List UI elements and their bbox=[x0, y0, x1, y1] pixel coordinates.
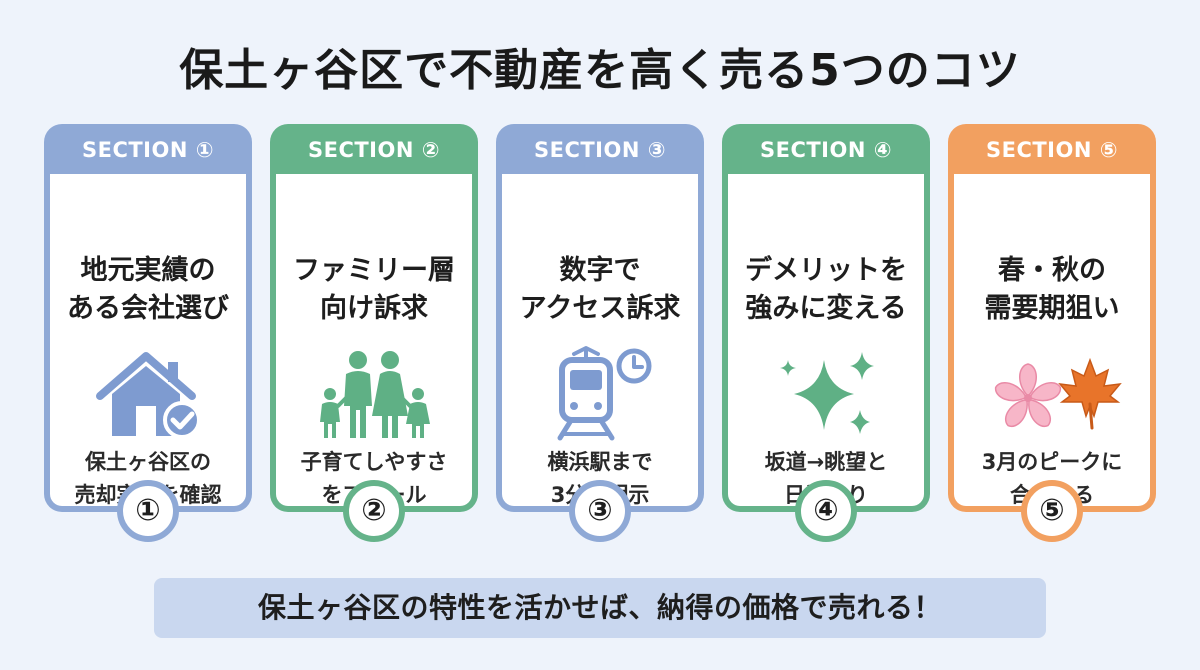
section-title-line: ファミリー層 bbox=[293, 255, 455, 286]
section-title: ファミリー層 向け訴求 bbox=[276, 252, 472, 328]
sakura-maple-icon bbox=[992, 344, 1122, 444]
train-clock-icon bbox=[540, 344, 660, 444]
section-number-badge: ③ bbox=[569, 480, 631, 542]
page-title: 保土ヶ谷区で不動産を高く売る5つのコツ bbox=[179, 45, 1021, 96]
section-title-line: 地元実績の bbox=[80, 255, 216, 286]
section-number-badge: ② bbox=[343, 480, 405, 542]
section-title: 春・秋の 需要期狙い bbox=[954, 252, 1150, 328]
section-title-line: 向け訴求 bbox=[320, 293, 428, 324]
section-card-3: SECTION ③ 数字で アクセス訴求 bbox=[496, 124, 704, 542]
section-title-line: ある会社選び bbox=[67, 293, 229, 324]
section-description-line: 坂道→眺望と bbox=[764, 450, 888, 474]
section-title: 数字で アクセス訴求 bbox=[502, 252, 698, 328]
section-title-line: 強みに変える bbox=[745, 293, 907, 324]
section-title-line: 需要期狙い bbox=[984, 293, 1120, 324]
section-number-badge: ① bbox=[117, 480, 179, 542]
tips-cards: SECTION ① 地元実績の ある会社選び 保土ヶ谷区の 売却実績を確認 bbox=[44, 124, 1156, 544]
family-icon bbox=[314, 344, 434, 444]
section-header: SECTION ① bbox=[81, 138, 215, 162]
section-description-line: 保土ヶ谷区の bbox=[85, 450, 211, 474]
section-card-1: SECTION ① 地元実績の ある会社選び 保土ヶ谷区の 売却実績を確認 bbox=[44, 124, 252, 542]
section-title-line: 数字で bbox=[559, 255, 641, 286]
section-title-line: デメリットを bbox=[745, 255, 907, 286]
section-title-line: 春・秋の bbox=[998, 255, 1106, 286]
section-number-badge: ④ bbox=[795, 480, 857, 542]
section-description-line: 横浜駅まで bbox=[547, 450, 653, 474]
section-header: SECTION ③ bbox=[533, 138, 667, 162]
section-title: デメリットを 強みに変える bbox=[728, 252, 924, 328]
summary-banner: 保土ヶ谷区の特性を活かせば、納得の価格で売れる！ bbox=[154, 578, 1046, 638]
section-number-badge: ⑤ bbox=[1021, 480, 1083, 542]
section-header: SECTION ② bbox=[307, 138, 441, 162]
sparkle-icon bbox=[766, 344, 886, 444]
section-description-line: 3月のピークに bbox=[981, 450, 1123, 474]
section-card-5: SECTION ⑤ 春・秋の 需要期狙い bbox=[948, 124, 1156, 542]
section-card-4: SECTION ④ デメリットを 強みに変える 坂道→眺望と 日当たり ④ bbox=[722, 124, 930, 542]
section-card-2: SECTION ② ファミリー層 向け訴求 bbox=[270, 124, 478, 542]
section-title: 地元実績の ある会社選び bbox=[50, 252, 246, 328]
section-title-line: アクセス訴求 bbox=[519, 293, 681, 324]
section-header: SECTION ⑤ bbox=[985, 138, 1119, 162]
house-check-icon bbox=[88, 344, 208, 444]
section-description-line: 子育てしやすさ bbox=[300, 450, 448, 474]
section-header: SECTION ④ bbox=[759, 138, 893, 162]
